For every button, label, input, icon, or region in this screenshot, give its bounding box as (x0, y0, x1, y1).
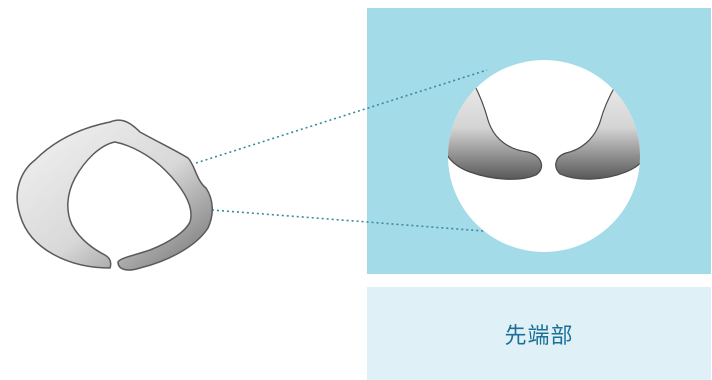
caption-label: 先端部 (504, 323, 574, 349)
heart-shaped-tooth-arch-icon (16, 119, 213, 271)
magnifier-circle (448, 60, 640, 252)
caption-box: 先端部 (367, 287, 711, 380)
magnified-tips-icon (448, 60, 640, 252)
leader-line-top (195, 69, 488, 164)
leader-line-bottom (211, 209, 523, 235)
leader-lines (195, 69, 523, 235)
